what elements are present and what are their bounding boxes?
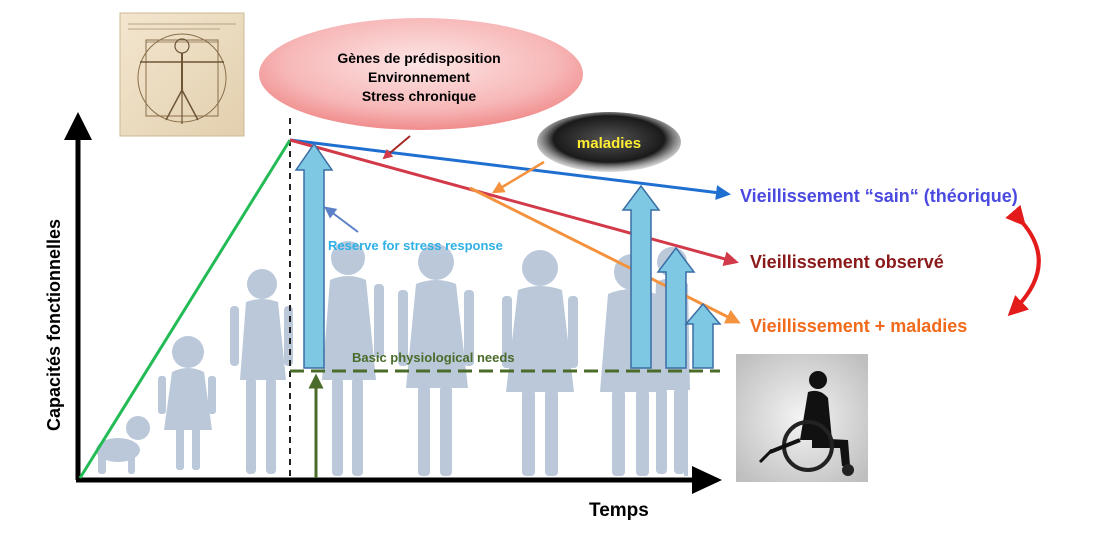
- x-axis-label: Temps: [589, 500, 649, 521]
- factors-bubble: Gènes de prédisposition Environnement St…: [259, 18, 583, 130]
- factors-line-1: Gènes de prédisposition: [337, 50, 500, 66]
- reserve-label: Reserve for stress response: [328, 238, 503, 253]
- wheelchair-picture: [736, 354, 868, 482]
- maladies-label: maladies: [577, 135, 641, 152]
- disease-aging-label: Vieillissement + maladies: [750, 316, 967, 336]
- x-axis-arrowhead: [692, 466, 722, 494]
- y-axis-label: Capacités fonctionnelles: [44, 219, 64, 431]
- curved-comparison-arrow: [1012, 222, 1039, 312]
- factors-line-3: Stress chronique: [362, 88, 477, 104]
- child-silhouette: [230, 269, 293, 474]
- reserve-pointer: [326, 208, 358, 232]
- maladies-bubble: maladies: [537, 112, 681, 172]
- baby-silhouette: [96, 416, 150, 474]
- y-axis-arrowhead: [64, 112, 92, 140]
- factors-line-2: Environnement: [368, 69, 470, 85]
- healthy-aging-label: Vieillissement “sain“ (théorique): [740, 186, 1018, 206]
- observed-aging-label: Vieillissement observé: [750, 252, 944, 272]
- reserve-arrow-4: [686, 304, 720, 368]
- basic-needs-label: Basic physiological needs: [352, 350, 515, 365]
- vitruvian-man-picture: [120, 13, 244, 136]
- toddler-silhouette: [158, 336, 216, 470]
